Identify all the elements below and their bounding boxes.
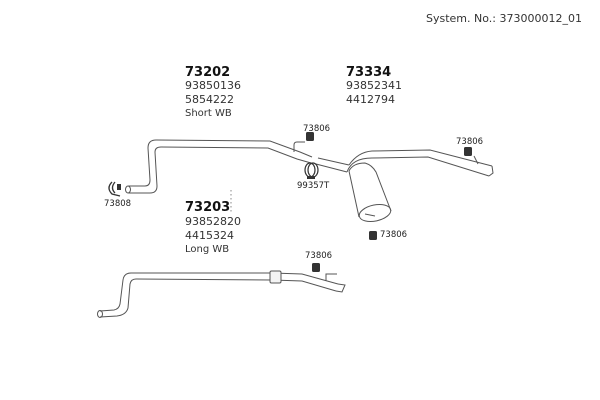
system-number: System. No.: 373000012_01 [426, 12, 582, 25]
front-pipe-long[interactable] [97, 270, 346, 318]
front-pipe-short[interactable] [125, 139, 313, 194]
callout-mount-top-mid[interactable]: 73806 [303, 124, 331, 134]
variant-note: Short WB [185, 108, 232, 119]
ref-number: 93852820 [185, 215, 241, 228]
ref-number: 4412794 [346, 93, 395, 106]
rubber-mount-icon [369, 231, 377, 240]
part-number-73203[interactable]: 73203 [185, 200, 231, 215]
rubber-mount-icon [293, 132, 314, 152]
clamp-icon [304, 162, 319, 179]
callout-mount-lower[interactable]: 73806 [305, 251, 333, 261]
part-number-73202[interactable]: 73202 [185, 65, 231, 80]
ref-number: 93852341 [346, 79, 402, 92]
flex-joint [269, 270, 282, 284]
ref-number: 5854222 [185, 93, 234, 106]
variant-note: Long WB [185, 244, 230, 255]
clamp-icon [108, 181, 121, 197]
ref-number: 93850136 [185, 79, 241, 92]
callout-clamp-left[interactable]: 73808 [104, 199, 132, 209]
part-number-73334[interactable]: 73334 [346, 65, 392, 80]
rubber-mount-icon [464, 147, 479, 165]
callout-mount-muffler[interactable]: 73806 [380, 230, 408, 240]
rear-muffler-assembly[interactable] [315, 149, 494, 224]
ref-number: 4415324 [185, 229, 234, 242]
callout-mount-right[interactable]: 73806 [456, 137, 484, 147]
callout-clamp-mid[interactable]: 99357T [297, 181, 330, 191]
rubber-mount-icon [312, 263, 337, 281]
